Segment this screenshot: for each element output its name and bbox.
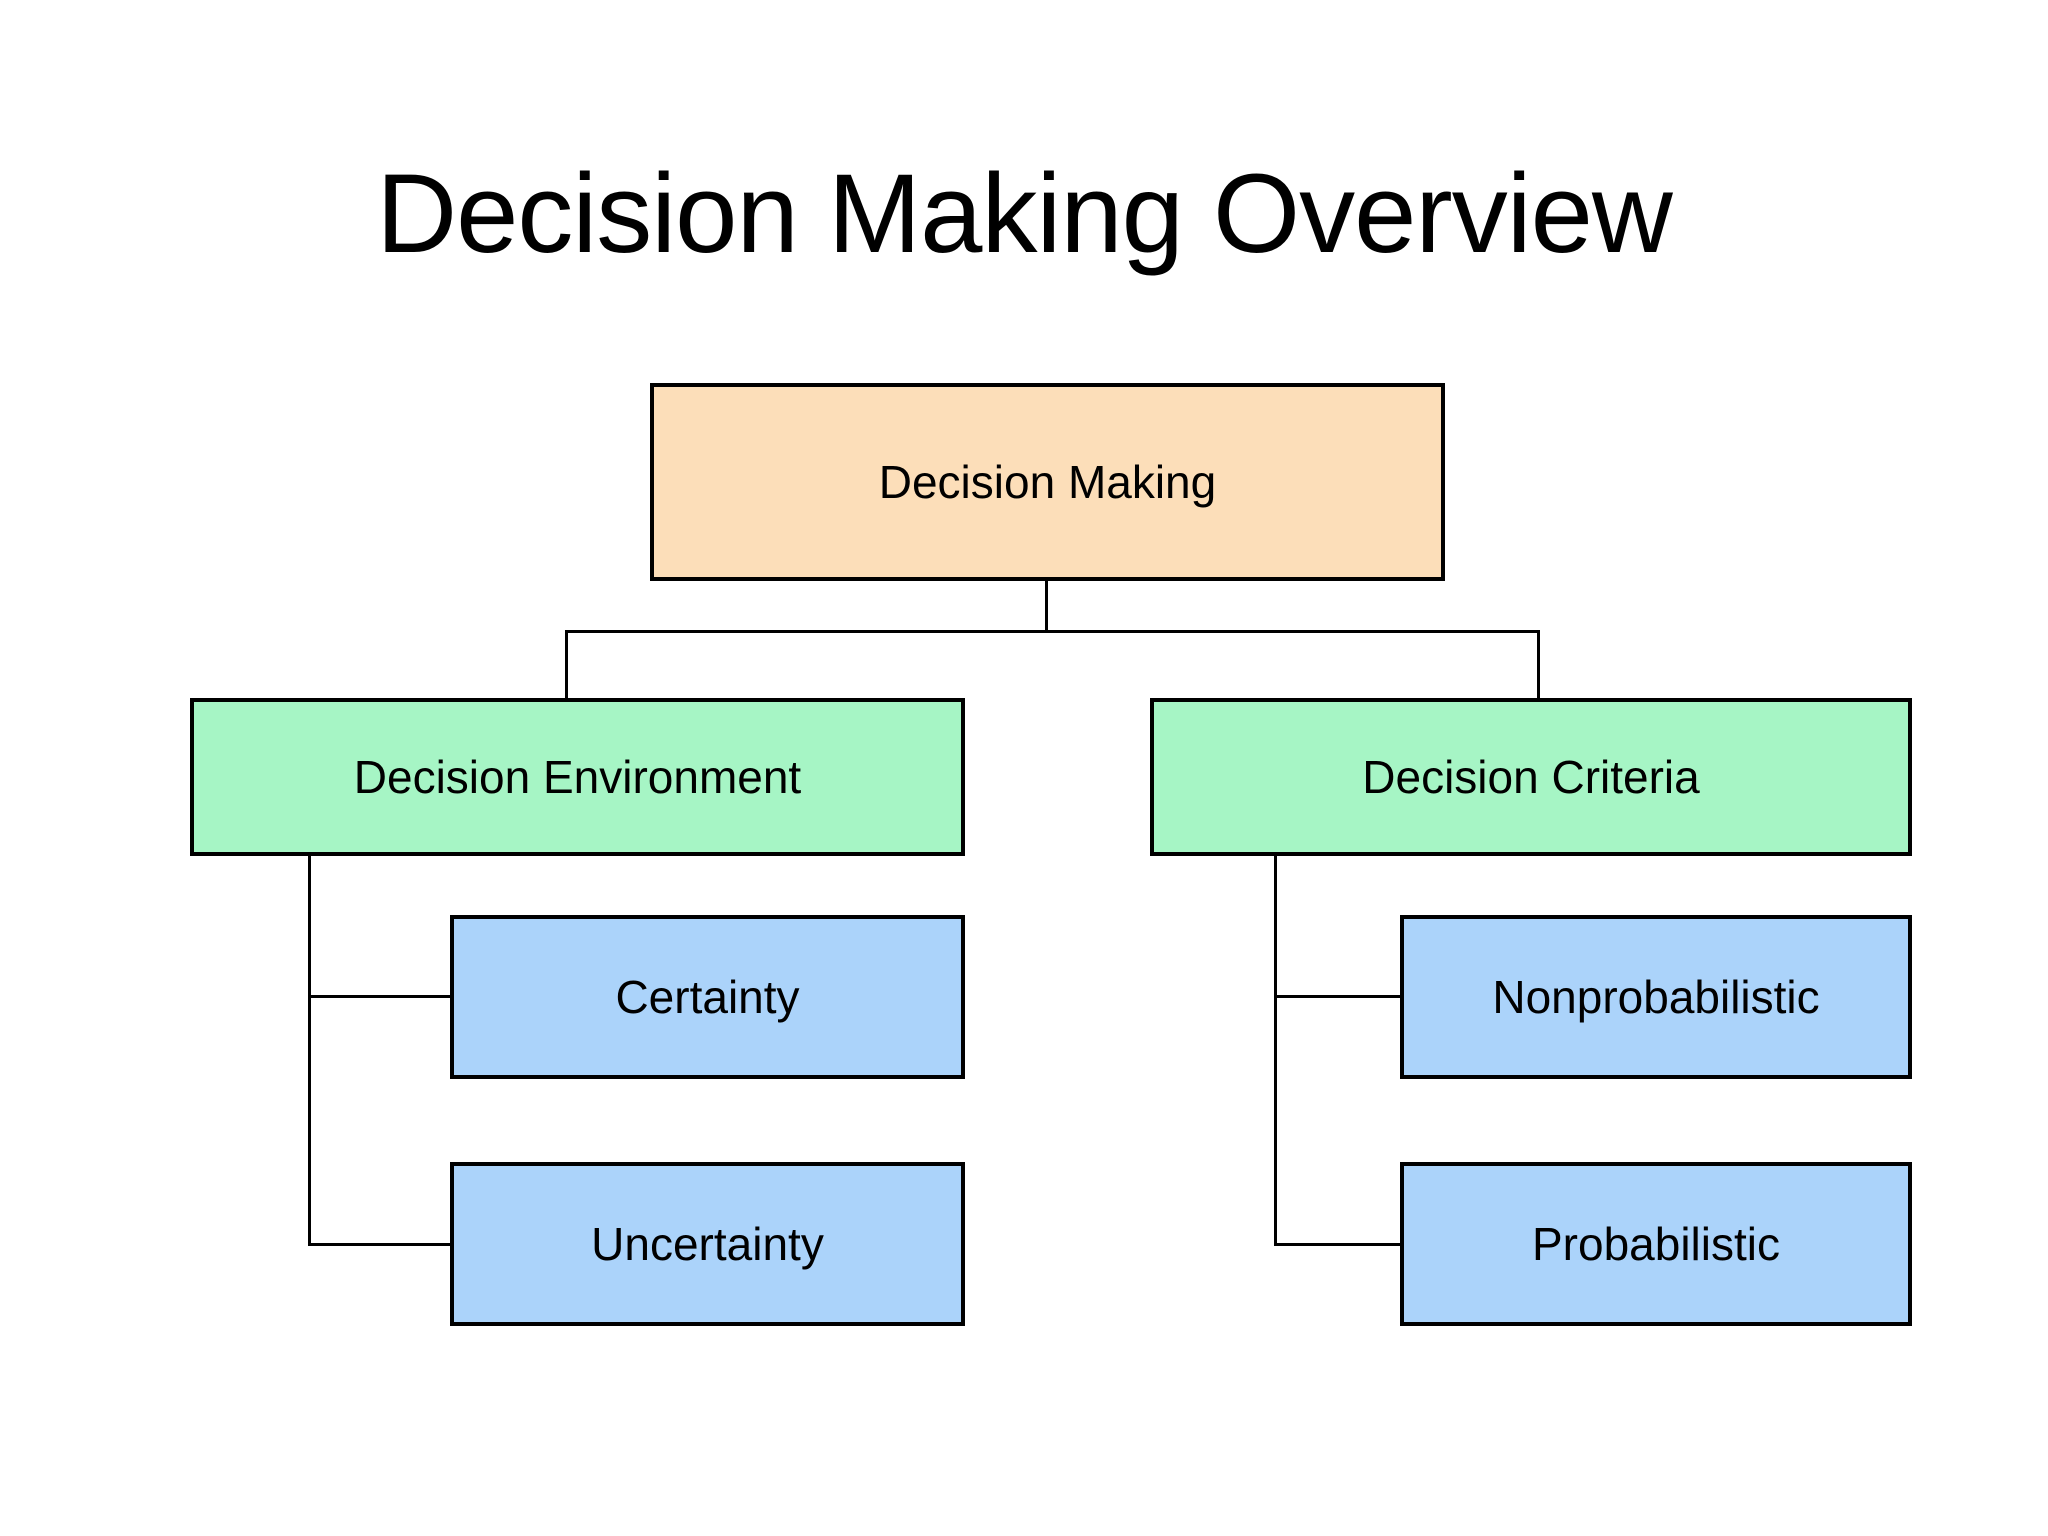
node-decision-making: Decision Making — [650, 383, 1445, 581]
node-certainty: Certainty — [450, 915, 965, 1079]
node-uncertainty: Uncertainty — [450, 1162, 965, 1326]
connector-certainty-stub — [308, 995, 450, 998]
connector-uncertainty-stub — [308, 1243, 450, 1246]
connector-root-trunk — [1045, 581, 1048, 632]
connector-environment-spine — [308, 854, 311, 1246]
node-probabilistic: Probabilistic — [1400, 1162, 1912, 1326]
page-title: Decision Making Overview — [376, 151, 1673, 276]
node-decision-environment: Decision Environment — [190, 698, 965, 856]
connector-criteria-spine — [1274, 854, 1277, 1246]
connector-root-rail — [565, 630, 1540, 633]
node-nonprobabilistic: Nonprobabilistic — [1400, 915, 1912, 1079]
connector-left-drop — [565, 630, 568, 700]
connector-probabilistic-stub — [1274, 1243, 1400, 1246]
connector-right-drop — [1537, 630, 1540, 700]
node-decision-criteria: Decision Criteria — [1150, 698, 1912, 856]
connector-nonprobabilistic-stub — [1274, 995, 1400, 998]
